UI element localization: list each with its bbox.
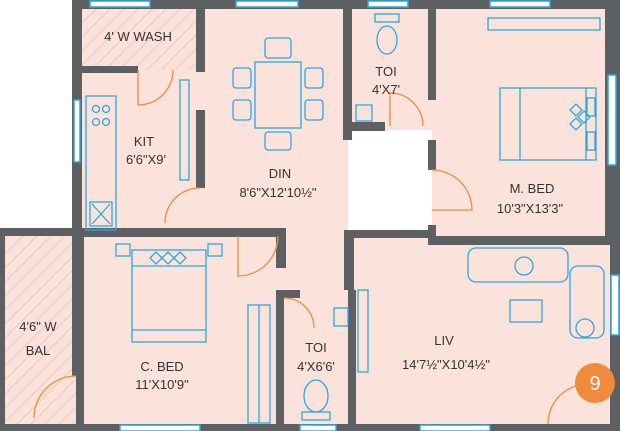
tv-unit — [357, 289, 369, 373]
child-bed-icon — [115, 243, 223, 343]
window-kitchen — [73, 99, 81, 163]
washbasin-icon-2 — [333, 307, 349, 327]
passage-floor — [282, 236, 352, 298]
sink-icon — [89, 201, 113, 227]
door-wash — [137, 69, 174, 106]
room-labels: 4' W WASH KIT 6'6"X9' DIN 8'6"X12'10½" T… — [19, 29, 563, 392]
doors — [33, 69, 589, 425]
balcony-name-2: BAL — [26, 343, 51, 358]
dining-floor — [200, 8, 348, 236]
dining-size: 8'6"X12'10½" — [239, 185, 316, 200]
child-bed-name: C. BED — [140, 359, 183, 374]
toilet2-size: 4'X6'6' — [297, 359, 335, 374]
stove-icon — [91, 104, 111, 127]
child-bed-size: 11'X10'9" — [135, 377, 189, 392]
unit-number: 9 — [589, 373, 600, 395]
kitchen-cabinet — [179, 79, 190, 181]
balcony-name: 4'6" W — [19, 319, 57, 334]
kitchen-size: 6'6"X9' — [126, 152, 166, 167]
living-name: LIV — [434, 333, 454, 348]
toilet2-name: TOI — [305, 340, 326, 355]
living-floor — [352, 238, 610, 424]
unit-number-badge: 9 — [575, 363, 615, 403]
window-living-side — [610, 274, 620, 336]
toilet-icon — [374, 13, 400, 55]
master-bed-icon — [499, 87, 597, 161]
window-wash — [89, 0, 151, 8]
toilet2-floor — [282, 298, 352, 424]
window-dining — [235, 0, 299, 8]
washbasin-icon — [355, 104, 373, 122]
master-wardrobe — [487, 17, 601, 31]
balcony-floor — [4, 232, 76, 424]
wash-floor — [82, 8, 200, 70]
door-balcony — [33, 375, 77, 419]
wash-name: 4' W WASH — [104, 29, 172, 44]
door-toilet2 — [283, 297, 315, 329]
window-living-bottom — [419, 424, 491, 431]
door-cbed — [237, 235, 279, 277]
kitchen-name: KIT — [134, 134, 154, 149]
window-toilet1 — [367, 0, 409, 8]
door-master — [431, 169, 473, 211]
master-bed-name: M. BED — [510, 181, 555, 196]
door-dining — [164, 187, 201, 224]
master-bed-size: 10'3"X13'3" — [497, 201, 564, 216]
dining-table-icon — [232, 37, 324, 151]
sofa-icon — [467, 247, 605, 339]
toilet1-name: TOI — [375, 64, 396, 79]
living-size: 14'7½"X10'4½" — [402, 357, 490, 372]
window-cbed-bottom — [119, 424, 201, 431]
window-toilet2 — [299, 424, 337, 431]
fixtures — [85, 13, 605, 424]
window-master-top — [489, 0, 551, 8]
windows — [73, 0, 620, 431]
kitchen-counter — [85, 95, 117, 231]
toilet1-size: 4'X7' — [372, 82, 400, 97]
window-master-side — [607, 74, 617, 166]
toilet-icon-2 — [301, 379, 331, 421]
dining-name: DIN — [269, 166, 291, 181]
door-toilet1 — [389, 92, 424, 127]
